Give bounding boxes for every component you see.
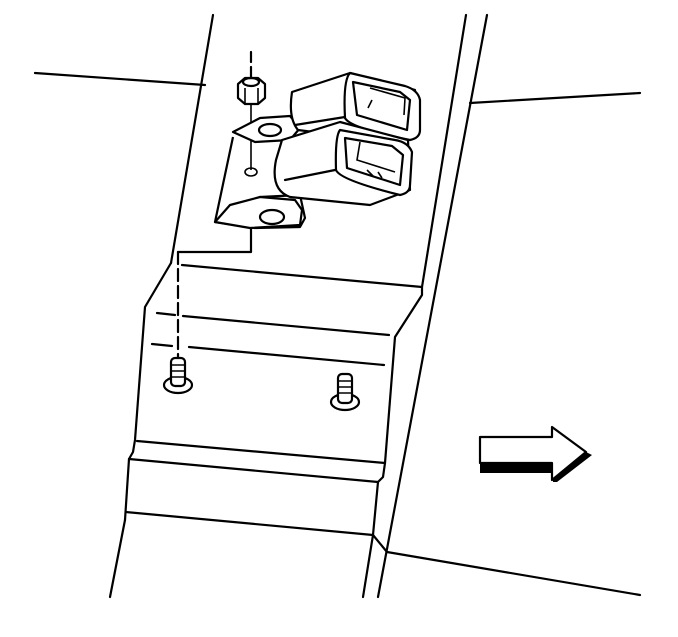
stud-right: [329, 372, 361, 412]
seat-belt-buckle-bracket: [213, 71, 422, 230]
nut: [236, 76, 267, 106]
stud-left: [162, 356, 194, 395]
body-lines: [33, 13, 642, 599]
trim-panel: [123, 261, 424, 537]
arrow-right-icon: [478, 425, 592, 482]
